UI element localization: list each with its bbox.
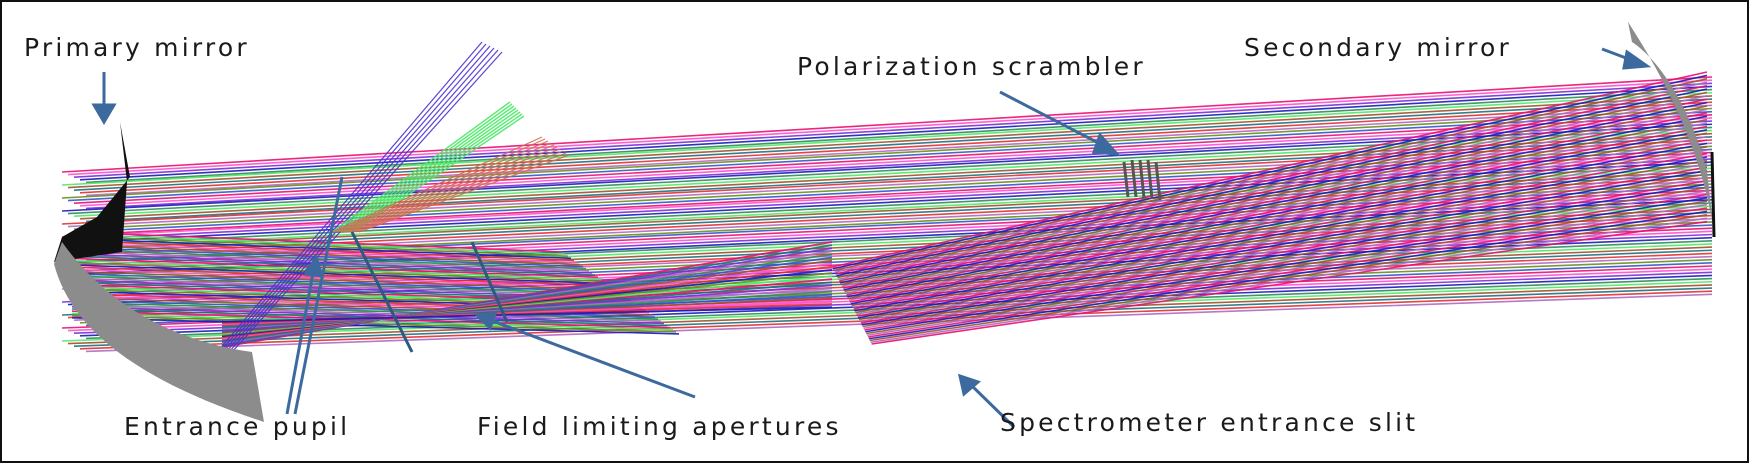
- arrow-entrance-slit: [965, 379, 1016, 429]
- field-aperture-marker-1: [350, 231, 414, 353]
- arrow-polarization-scrambler: [999, 90, 1113, 152]
- arrow-entrance-pupil-2: [293, 176, 344, 415]
- label-spectrometer-entrance-slit: Spectrometer entrance slit: [1000, 408, 1419, 437]
- label-primary-mirror: Primary mirror: [24, 33, 250, 62]
- label-secondary-mirror: Secondary mirror: [1244, 33, 1512, 62]
- arrow-field-apertures: [481, 315, 696, 399]
- field-aperture-marker-2: [470, 241, 509, 323]
- label-field-limiting-apertures: Field limiting apertures: [477, 412, 842, 441]
- primary-mirror-shape-grey: [54, 242, 264, 422]
- secondary-mirror-shape: [1628, 22, 1714, 232]
- arrow-entrance-pupil-1: [285, 261, 317, 415]
- primary-mirror-shape: [54, 122, 130, 262]
- label-entrance-pupil: Entrance pupil: [124, 412, 351, 441]
- callout-arrows: [91, 47, 1652, 429]
- polarization-scrambler-shape: [1122, 159, 1162, 201]
- label-polarization-scrambler: Polarization scrambler: [797, 52, 1146, 81]
- ray-bundle: [61, 41, 1713, 353]
